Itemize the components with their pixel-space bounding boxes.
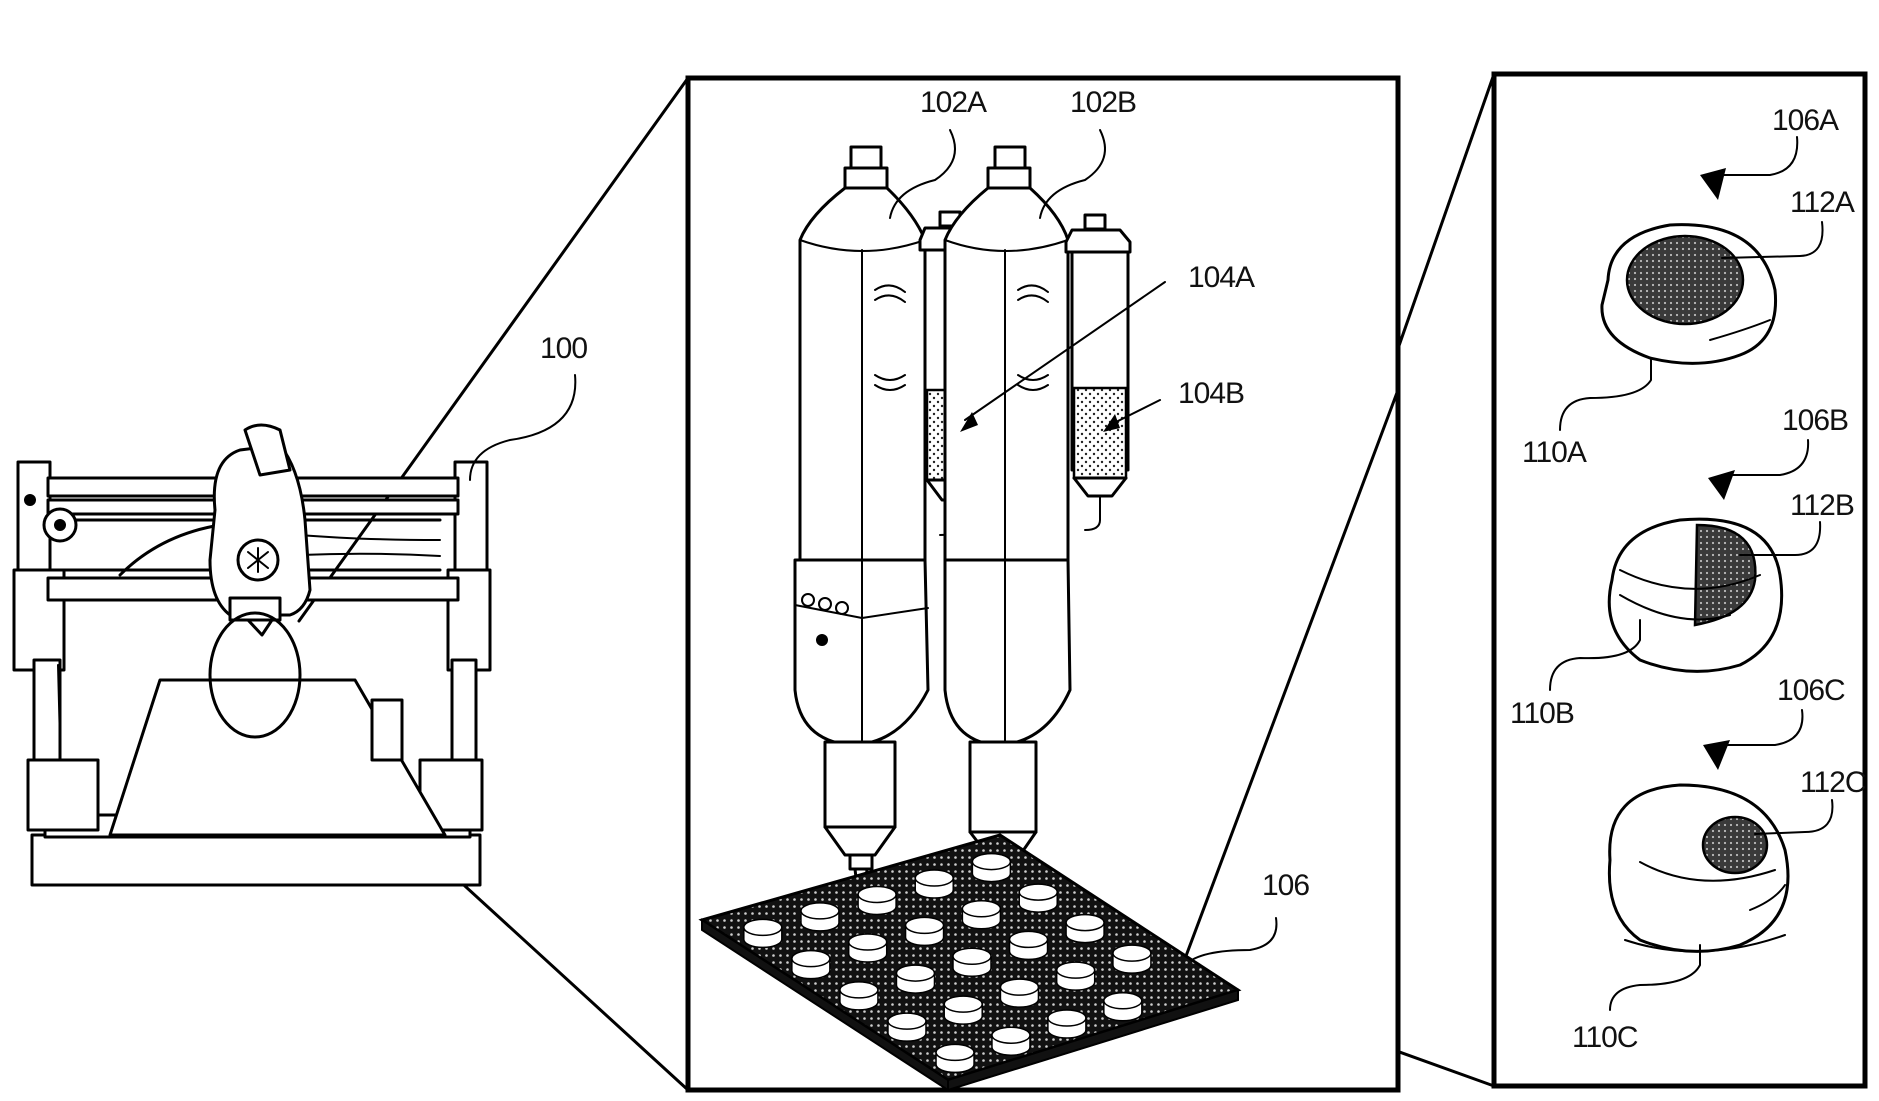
tablet-tray — [698, 833, 1242, 1092]
label-112A: 112A — [1790, 186, 1855, 219]
tray-tablet — [1065, 913, 1105, 944]
label-110C: 110C — [1572, 1021, 1638, 1054]
core-112A — [1625, 234, 1745, 326]
label-102B: 102B — [1070, 86, 1136, 119]
label-104B: 104B — [1178, 377, 1244, 410]
label-106: 106 — [1262, 869, 1309, 902]
label-106C: 106C — [1777, 674, 1845, 707]
printer-right-upright-top — [453, 460, 489, 584]
head-b-body-upper — [943, 186, 1070, 562]
tray-tablet — [971, 852, 1012, 883]
tray-tablet — [1112, 944, 1152, 974]
arrow-106C — [1703, 740, 1730, 770]
head-b-barrel — [968, 740, 1038, 834]
head-a-barrel — [823, 740, 897, 829]
tray-tablet — [935, 1043, 975, 1074]
tray-tablet — [991, 1026, 1031, 1056]
zoom-region-ellipse — [208, 611, 302, 739]
print-bed — [108, 678, 447, 837]
label-104A: 104A — [1188, 261, 1255, 294]
label-110A: 110A — [1522, 436, 1587, 469]
tray-tablet — [1103, 992, 1143, 1022]
tray-tablet — [743, 918, 783, 949]
tablet-106B: 106B 112B 110B — [1510, 404, 1855, 730]
dispenser-head-a — [793, 145, 930, 932]
head-b-control-block — [943, 558, 1072, 747]
tray-tablet — [791, 949, 831, 980]
print-head-carriage — [208, 443, 312, 617]
tray-tablet — [895, 964, 936, 994]
tray-tablet — [1047, 1009, 1087, 1039]
printer-base — [30, 833, 482, 887]
tray-tablet — [1018, 883, 1058, 913]
cartridge-b-material — [1072, 386, 1128, 480]
nozzle-tip — [246, 618, 274, 637]
tray-tablet — [943, 995, 983, 1025]
tray-tablet — [1055, 961, 1096, 991]
tray-tablets — [743, 852, 1152, 1074]
label-102A: 102A — [920, 86, 987, 119]
connector-inside-panel — [1178, 388, 1400, 974]
cartridge-b — [1064, 213, 1132, 531]
tray-tablet — [904, 916, 945, 947]
tray-tablet — [914, 869, 954, 899]
tray-tablet — [1008, 930, 1049, 961]
core-112C — [1701, 815, 1769, 875]
tablet-106A: 106A 112A 110A — [1522, 104, 1856, 469]
label-112C: 112C — [1800, 766, 1866, 799]
tray-tablet — [952, 947, 992, 977]
arrow-106B — [1708, 470, 1735, 500]
tray-tablet — [800, 902, 840, 932]
label-106B: 106B — [1782, 404, 1848, 437]
shell-110C — [1607, 783, 1790, 953]
label-106A: 106A — [1772, 104, 1839, 137]
tray-tablet — [999, 978, 1040, 1008]
tablet-106C: 106C 112C 110C — [1572, 674, 1867, 1054]
tray-tablet — [857, 885, 897, 916]
arrow-106A — [1700, 168, 1726, 200]
tray-tablet — [847, 933, 888, 963]
tray-tablet — [839, 981, 879, 1011]
label-100: 100 — [540, 332, 587, 365]
leader-100 — [469, 374, 577, 481]
printer-illustration: 100 — [12, 332, 588, 887]
label-112B: 112B — [1790, 489, 1854, 522]
core-112B — [1693, 523, 1757, 627]
dispenser-labels: 102A 102B 104A 104B 106 — [889, 86, 1310, 966]
tray-tablet — [961, 899, 1002, 930]
label-110B: 110B — [1510, 697, 1574, 730]
tray-tablet — [887, 1012, 927, 1042]
